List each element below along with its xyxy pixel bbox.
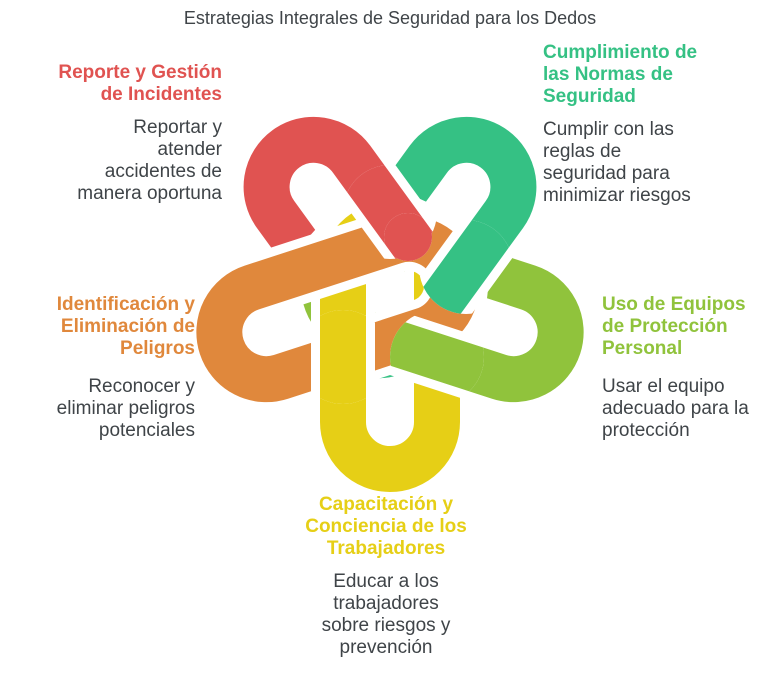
section-heading: Cumplimiento de las Normas de Seguridad [543,42,698,107]
section-body: Reportar y atender accidentes de manera … [77,117,222,204]
section-heading: Identificación y Eliminación de Peligros [56,294,195,359]
section-body: Reconocer y eliminar peligros potenciale… [56,376,195,441]
section-heading: Uso de Equipos de Protección Personal [602,294,746,359]
page-title: Estrategias Integrales de Seguridad para… [183,8,597,28]
section-safety-compliance: Cumplimiento de las Normas de Seguridad … [543,42,748,207]
section-hazard-identification: Identificación y Eliminación de Peligros… [10,294,195,442]
section-worker-training: Capacitación y Conciencia de los Trabaja… [256,494,516,659]
section-body: Educar a los trabajadores sobre riesgos … [321,571,451,658]
section-incident-reporting: Reporte y Gestión de Incidentes Reportar… [30,62,222,205]
section-ppe-use: Uso de Equipos de Protección Personal Us… [602,294,777,442]
interlocking-loops-graphic [190,92,590,492]
section-heading: Capacitación y Conciencia de los Trabaja… [305,494,467,559]
section-heading: Reporte y Gestión de Incidentes [58,62,222,105]
section-body: Usar el equipo adecuado para la protecci… [602,376,749,441]
section-body: Cumplir con las reglas de seguridad para… [543,119,691,206]
